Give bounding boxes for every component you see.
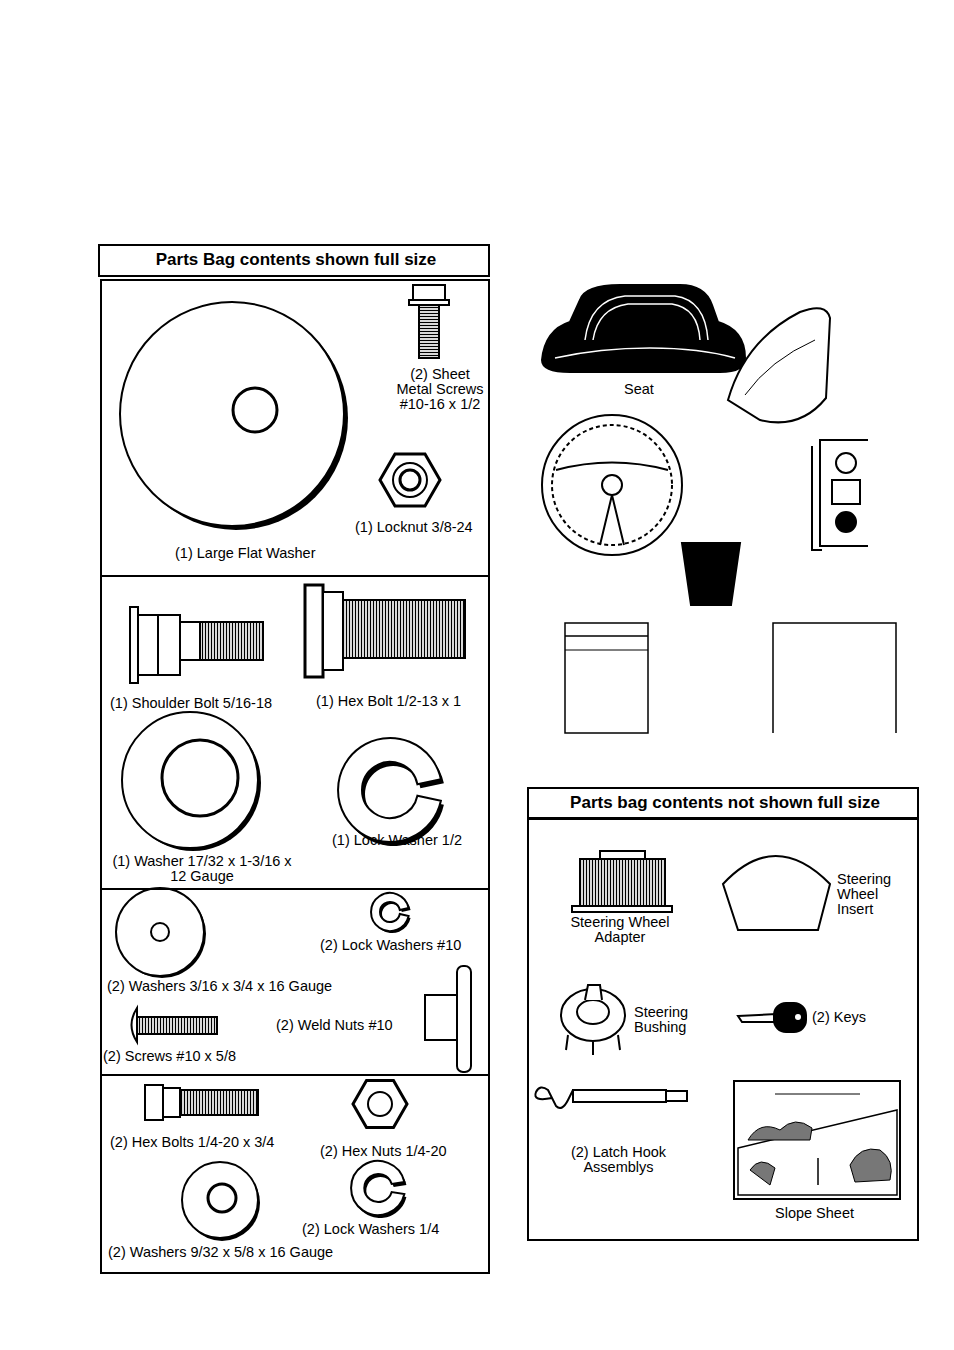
panel-heading: Parts Bag contents shown full size bbox=[102, 250, 490, 270]
parts-section: (2) Lock Washers #10 (2) Washers 3/16 x 3… bbox=[100, 888, 490, 1076]
part-label: (1) Shoulder Bolt 5/16-18 bbox=[110, 696, 272, 711]
parts-section: (1) Shoulder Bolt 5/16-18 (1) Hex Bolt 1/… bbox=[100, 575, 490, 890]
part-label: (1) Hex Bolt 1/2-13 x 1 bbox=[316, 694, 461, 709]
part-label: (1) Washer 17/32 x 1-3/16 x 12 Gauge bbox=[112, 854, 292, 884]
part-label: Steering Wheel Adapter bbox=[560, 915, 680, 945]
part-label: (2) Hex Nuts 1/4-20 bbox=[320, 1144, 447, 1159]
part-label: (2) Sheet Metal Screws #10-16 x 1/2 bbox=[395, 367, 485, 412]
part-label: (2) Washers 3/16 x 3/4 x 16 Gauge bbox=[107, 979, 332, 994]
part-label: Steering Wheel Insert bbox=[837, 872, 907, 917]
part-label: Slope Sheet bbox=[775, 1206, 854, 1221]
part-label: (2) Keys bbox=[812, 1010, 866, 1025]
part-label: (2) Lock Washers 1/4 bbox=[302, 1222, 439, 1237]
part-label: (2) Screws #10 x 5/8 bbox=[103, 1049, 236, 1064]
part-label: (2) Washers 9/32 x 5/8 x 16 Gauge bbox=[108, 1245, 333, 1260]
part-label: (2) Hex Bolts 1/4-20 x 3/4 bbox=[110, 1135, 274, 1150]
parts-section: (2) Hex Bolts 1/4-20 x 3/4 (2) Hex Nuts 1… bbox=[100, 1074, 490, 1274]
part-label: Seat bbox=[624, 382, 654, 397]
section-title: Parts Bag contents shown full size bbox=[98, 244, 490, 277]
part-label: (1) Lock Washer 1/2 bbox=[332, 833, 462, 848]
panel-heading: Parts bag contents not shown full size bbox=[531, 793, 919, 813]
part-label: (1) Large Flat Washer bbox=[175, 546, 315, 561]
part-label: Steering Bushing bbox=[634, 1005, 706, 1035]
parts-panel: Steering Wheel Adapter Steering Wheel Ins… bbox=[527, 817, 919, 1241]
section-title: Parts bag contents not shown full size bbox=[527, 787, 919, 820]
part-label: (2) Weld Nuts #10 bbox=[276, 1018, 393, 1033]
part-label: (2) Latch Hook Assemblys bbox=[556, 1145, 681, 1175]
parts-section: (2) Sheet Metal Screws #10-16 x 1/2 (1) L… bbox=[100, 279, 490, 577]
part-label: (1) Locknut 3/8-24 bbox=[355, 520, 473, 535]
part-label: (2) Lock Washers #10 bbox=[320, 938, 461, 953]
